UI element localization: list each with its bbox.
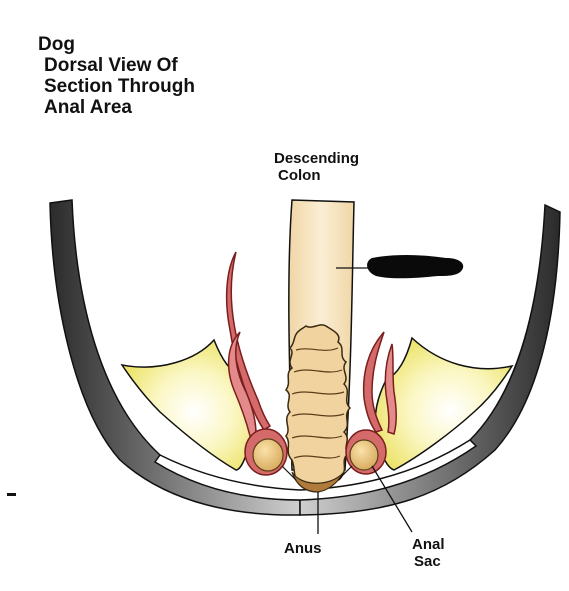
mucosa-folds	[291, 347, 345, 459]
title-line-3: Section Through	[44, 76, 195, 97]
anus-opening	[291, 471, 345, 493]
label-descending-colon-line-1: Descending	[274, 150, 360, 167]
muscle-right-inner	[384, 343, 398, 435]
stray-mark	[7, 493, 16, 496]
anal-sac-left	[252, 438, 284, 472]
anal-sac-duct-right	[337, 465, 353, 481]
label-descending-colon: Descending Colon	[274, 150, 359, 184]
label-anal-sac-line-1: Anal	[412, 536, 445, 553]
pointer-line-anal-sac	[371, 465, 413, 533]
pelvic-floor-lining	[153, 439, 478, 501]
label-anus: Anus	[284, 540, 322, 557]
label-anal-sac-line-2: Sac	[414, 553, 441, 570]
body-wall-right	[299, 203, 561, 516]
title-line-2: Dorsal View Of	[44, 55, 178, 76]
anal-sac-right	[349, 439, 379, 471]
anal-sac-duct-left	[281, 465, 297, 481]
title-line-1: Dog	[38, 34, 75, 55]
label-anal-sac: Anal Sac	[412, 536, 445, 570]
label-descending-colon-line-2: Colon	[278, 167, 321, 184]
title-line-4: Anal Area	[44, 97, 132, 118]
diagram-title: Dog Dorsal View Of Section Through Anal …	[38, 34, 195, 118]
redaction-mark	[367, 255, 464, 279]
rectal-mucosa	[284, 324, 352, 487]
